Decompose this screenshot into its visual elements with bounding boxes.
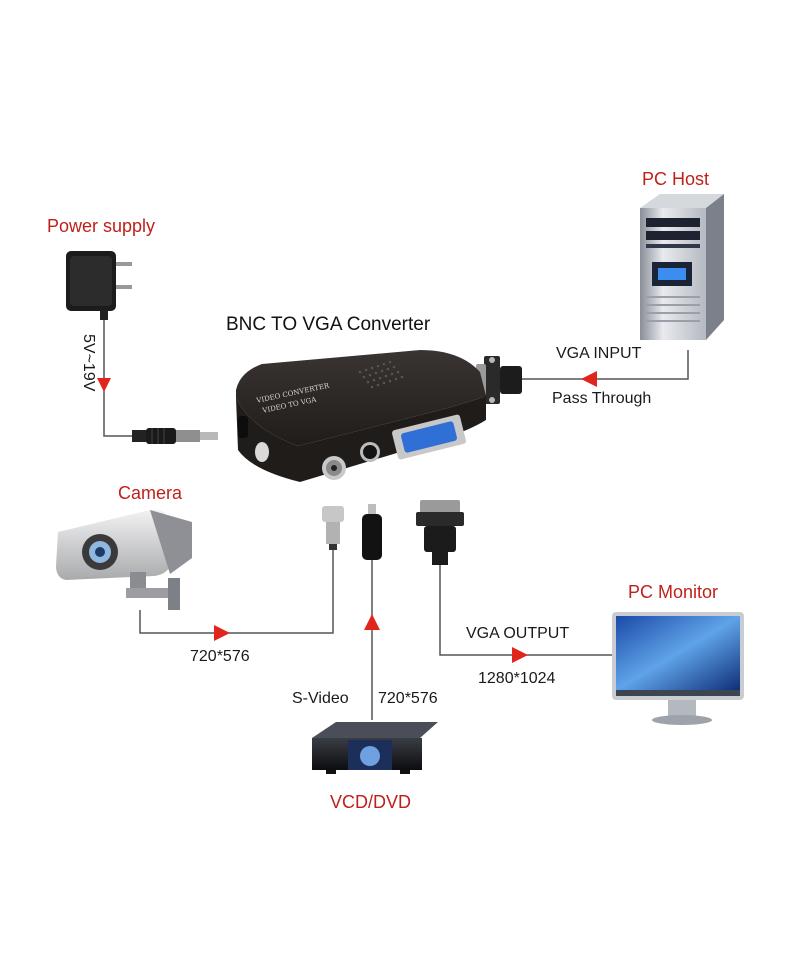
camera-icon xyxy=(56,509,192,610)
vga-output-label: VGA OUTPUT xyxy=(466,625,570,642)
power-cable-line xyxy=(103,318,132,437)
output-resolution-label: 1280*1024 xyxy=(478,670,556,687)
power-adapter-icon xyxy=(66,251,132,320)
dvd-player-icon xyxy=(312,722,438,774)
pc-host-label: PC Host xyxy=(642,169,710,189)
vga-input-line xyxy=(522,350,689,380)
vga-output-plug-icon xyxy=(416,500,464,565)
vga-output-arrow xyxy=(512,647,528,663)
dc-plug-icon xyxy=(132,428,218,444)
power-voltage-label: 5V~19V xyxy=(80,334,97,392)
pc-monitor-label: PC Monitor xyxy=(628,582,719,602)
svideo-arrow xyxy=(364,614,380,630)
power-arrow xyxy=(97,378,111,392)
camera-resolution-label: 720*576 xyxy=(190,648,250,665)
pc-tower-icon xyxy=(640,194,724,340)
svideo-plug-icon xyxy=(362,504,382,560)
pass-through-label: Pass Through xyxy=(552,390,652,407)
bnc-plug-icon xyxy=(322,506,344,550)
svideo-resolution-label: 720*576 xyxy=(378,690,438,707)
vga-input-label: VGA INPUT xyxy=(556,345,642,362)
vga-input-arrow xyxy=(581,371,597,387)
vcd-dvd-label: VCD/DVD xyxy=(330,792,412,812)
svideo-label: S-Video xyxy=(292,690,349,707)
camera-line xyxy=(139,548,334,634)
converter-device-icon xyxy=(236,350,486,482)
camera-arrow xyxy=(214,625,230,641)
vga-output-line xyxy=(439,565,612,656)
power-supply-label: Power supply xyxy=(47,216,156,236)
diagram-title: BNC TO VGA Converter xyxy=(226,314,431,335)
monitor-icon xyxy=(612,612,744,725)
camera-label: Camera xyxy=(118,483,183,503)
